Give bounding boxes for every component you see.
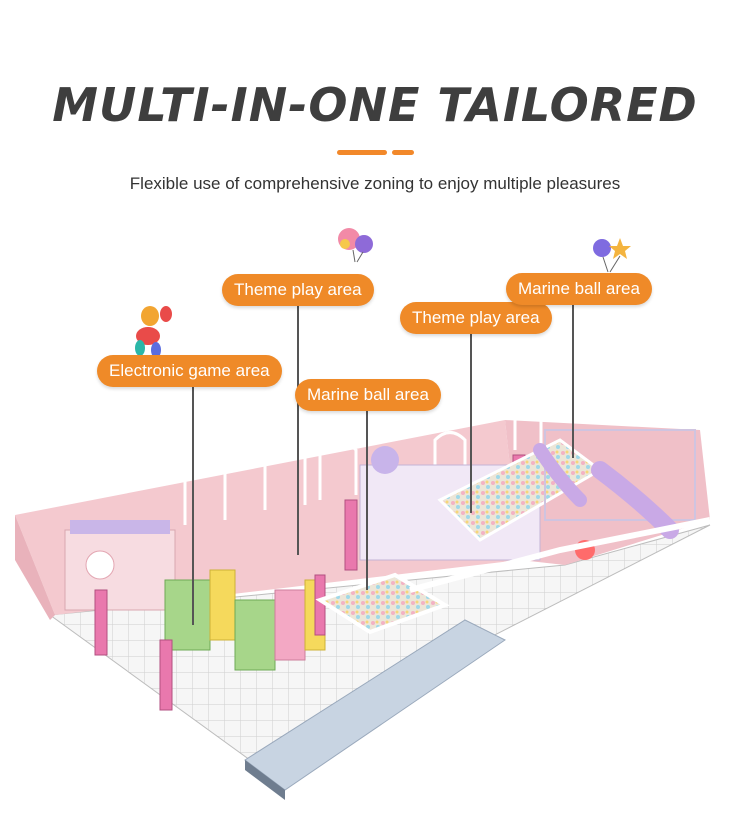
page-subtitle: Flexible use of comprehensive zoning to … <box>129 174 621 193</box>
callout-theme-play-area-left: Theme play area <box>222 274 374 306</box>
balloon-star-icon <box>593 238 631 273</box>
leader-theme-play-left <box>297 305 299 555</box>
playground-structure <box>359 429 696 561</box>
title-underline-right <box>392 150 414 155</box>
page-title: MULTI-IN-ONE TAILORED <box>52 78 698 132</box>
callout-electronic-game-area: Electronic game area <box>97 355 282 387</box>
callout-marine-ball-area-left: Marine ball area <box>295 379 441 411</box>
callout-theme-play-area-right: Theme play area <box>400 302 552 334</box>
leader-electronic-game <box>192 385 194 625</box>
balloon-dog-icon <box>135 306 172 358</box>
leader-marine-ball-right <box>572 303 574 458</box>
arcade-machines <box>164 569 326 671</box>
leader-marine-ball-left <box>366 410 368 590</box>
callout-marine-ball-area-right: Marine ball area <box>506 273 652 305</box>
title-underline-left <box>337 150 387 155</box>
balloons-icon <box>338 228 373 263</box>
play-center-illustration <box>15 412 711 800</box>
reception-desk <box>64 520 176 611</box>
left-wall <box>15 515 55 620</box>
leader-theme-play-right <box>470 333 472 513</box>
